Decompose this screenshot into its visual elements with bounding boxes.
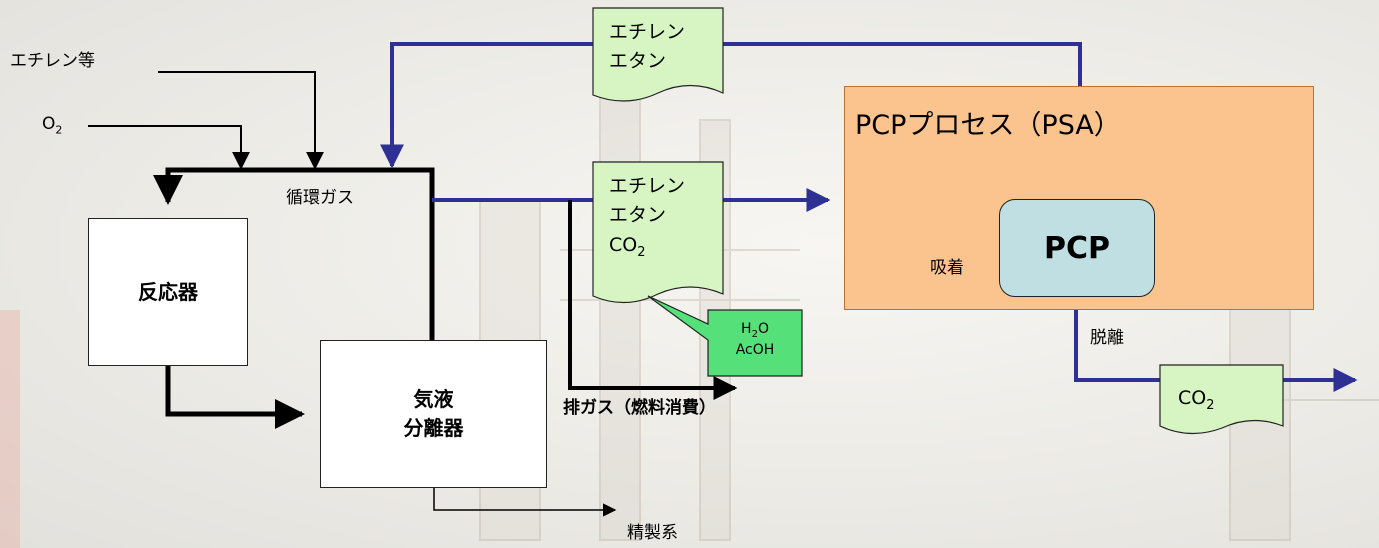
callout-line2: AcOH xyxy=(735,342,775,359)
stream-top-text: エチレン エタン xyxy=(609,18,685,77)
stream-mid-co-subscript: 2 xyxy=(637,244,646,260)
stream-mid-line2: エタン xyxy=(609,204,667,227)
callout-text: H2O AcOH xyxy=(708,320,802,360)
exhaust-line xyxy=(568,200,738,400)
reactor-label: 反応器 xyxy=(138,279,198,304)
pcp-label: PCP xyxy=(1044,230,1110,266)
desorption-label: 脱離 xyxy=(1090,328,1124,348)
stream-doc-top xyxy=(592,7,724,102)
o2-feed-line xyxy=(88,125,250,170)
pcp-return-line xyxy=(380,42,1082,169)
exhaust-label: 排ガス（燃料消費） xyxy=(563,398,716,418)
purification-line xyxy=(433,487,617,517)
ethylene-feed-line xyxy=(158,71,324,170)
stream-doc-product xyxy=(1159,364,1284,435)
product-co: CO xyxy=(1178,387,1207,409)
pcp-process-title: PCPプロセス（PSA） xyxy=(855,110,1121,141)
stream-mid-text: エチレン エタン CO2 xyxy=(609,172,685,263)
recycle-loop-line xyxy=(153,167,435,340)
stream-doc-mid xyxy=(592,161,724,304)
adsorption-label: 吸着 xyxy=(930,258,964,278)
recycle-gas-label: 循環ガス xyxy=(286,188,354,208)
separator-label-line2: 分離器 xyxy=(403,416,464,440)
pcp-inner-block: PCP xyxy=(999,199,1155,297)
stream-mid-co: CO xyxy=(609,233,638,256)
o2-input-label: O2 xyxy=(42,114,63,137)
separator-label-line1: 気液 xyxy=(413,387,454,411)
o2-main: O xyxy=(42,114,56,134)
stream-mid-line3: CO2 xyxy=(609,231,685,263)
stream-top-line2: エタン xyxy=(609,50,667,73)
reactor-to-separator-line xyxy=(165,366,305,429)
separator-block: 気液 分離器 xyxy=(320,340,547,488)
stream-mid-line1: エチレン xyxy=(609,175,686,197)
reactor-block: 反応器 xyxy=(88,218,248,366)
o2-subscript: 2 xyxy=(55,123,63,137)
pcp-process-block: PCPプロセス（PSA） PCP xyxy=(844,86,1314,310)
callout-box xyxy=(647,295,803,377)
product-co-subscript: 2 xyxy=(1206,397,1215,413)
callout-line1: H2O xyxy=(741,321,769,340)
purification-label: 精製系 xyxy=(627,523,678,543)
product-stream-text: CO2 xyxy=(1178,384,1215,416)
ethylene-input-label: エチレン等 xyxy=(10,51,95,71)
stream-top-line1: エチレン xyxy=(609,21,686,43)
